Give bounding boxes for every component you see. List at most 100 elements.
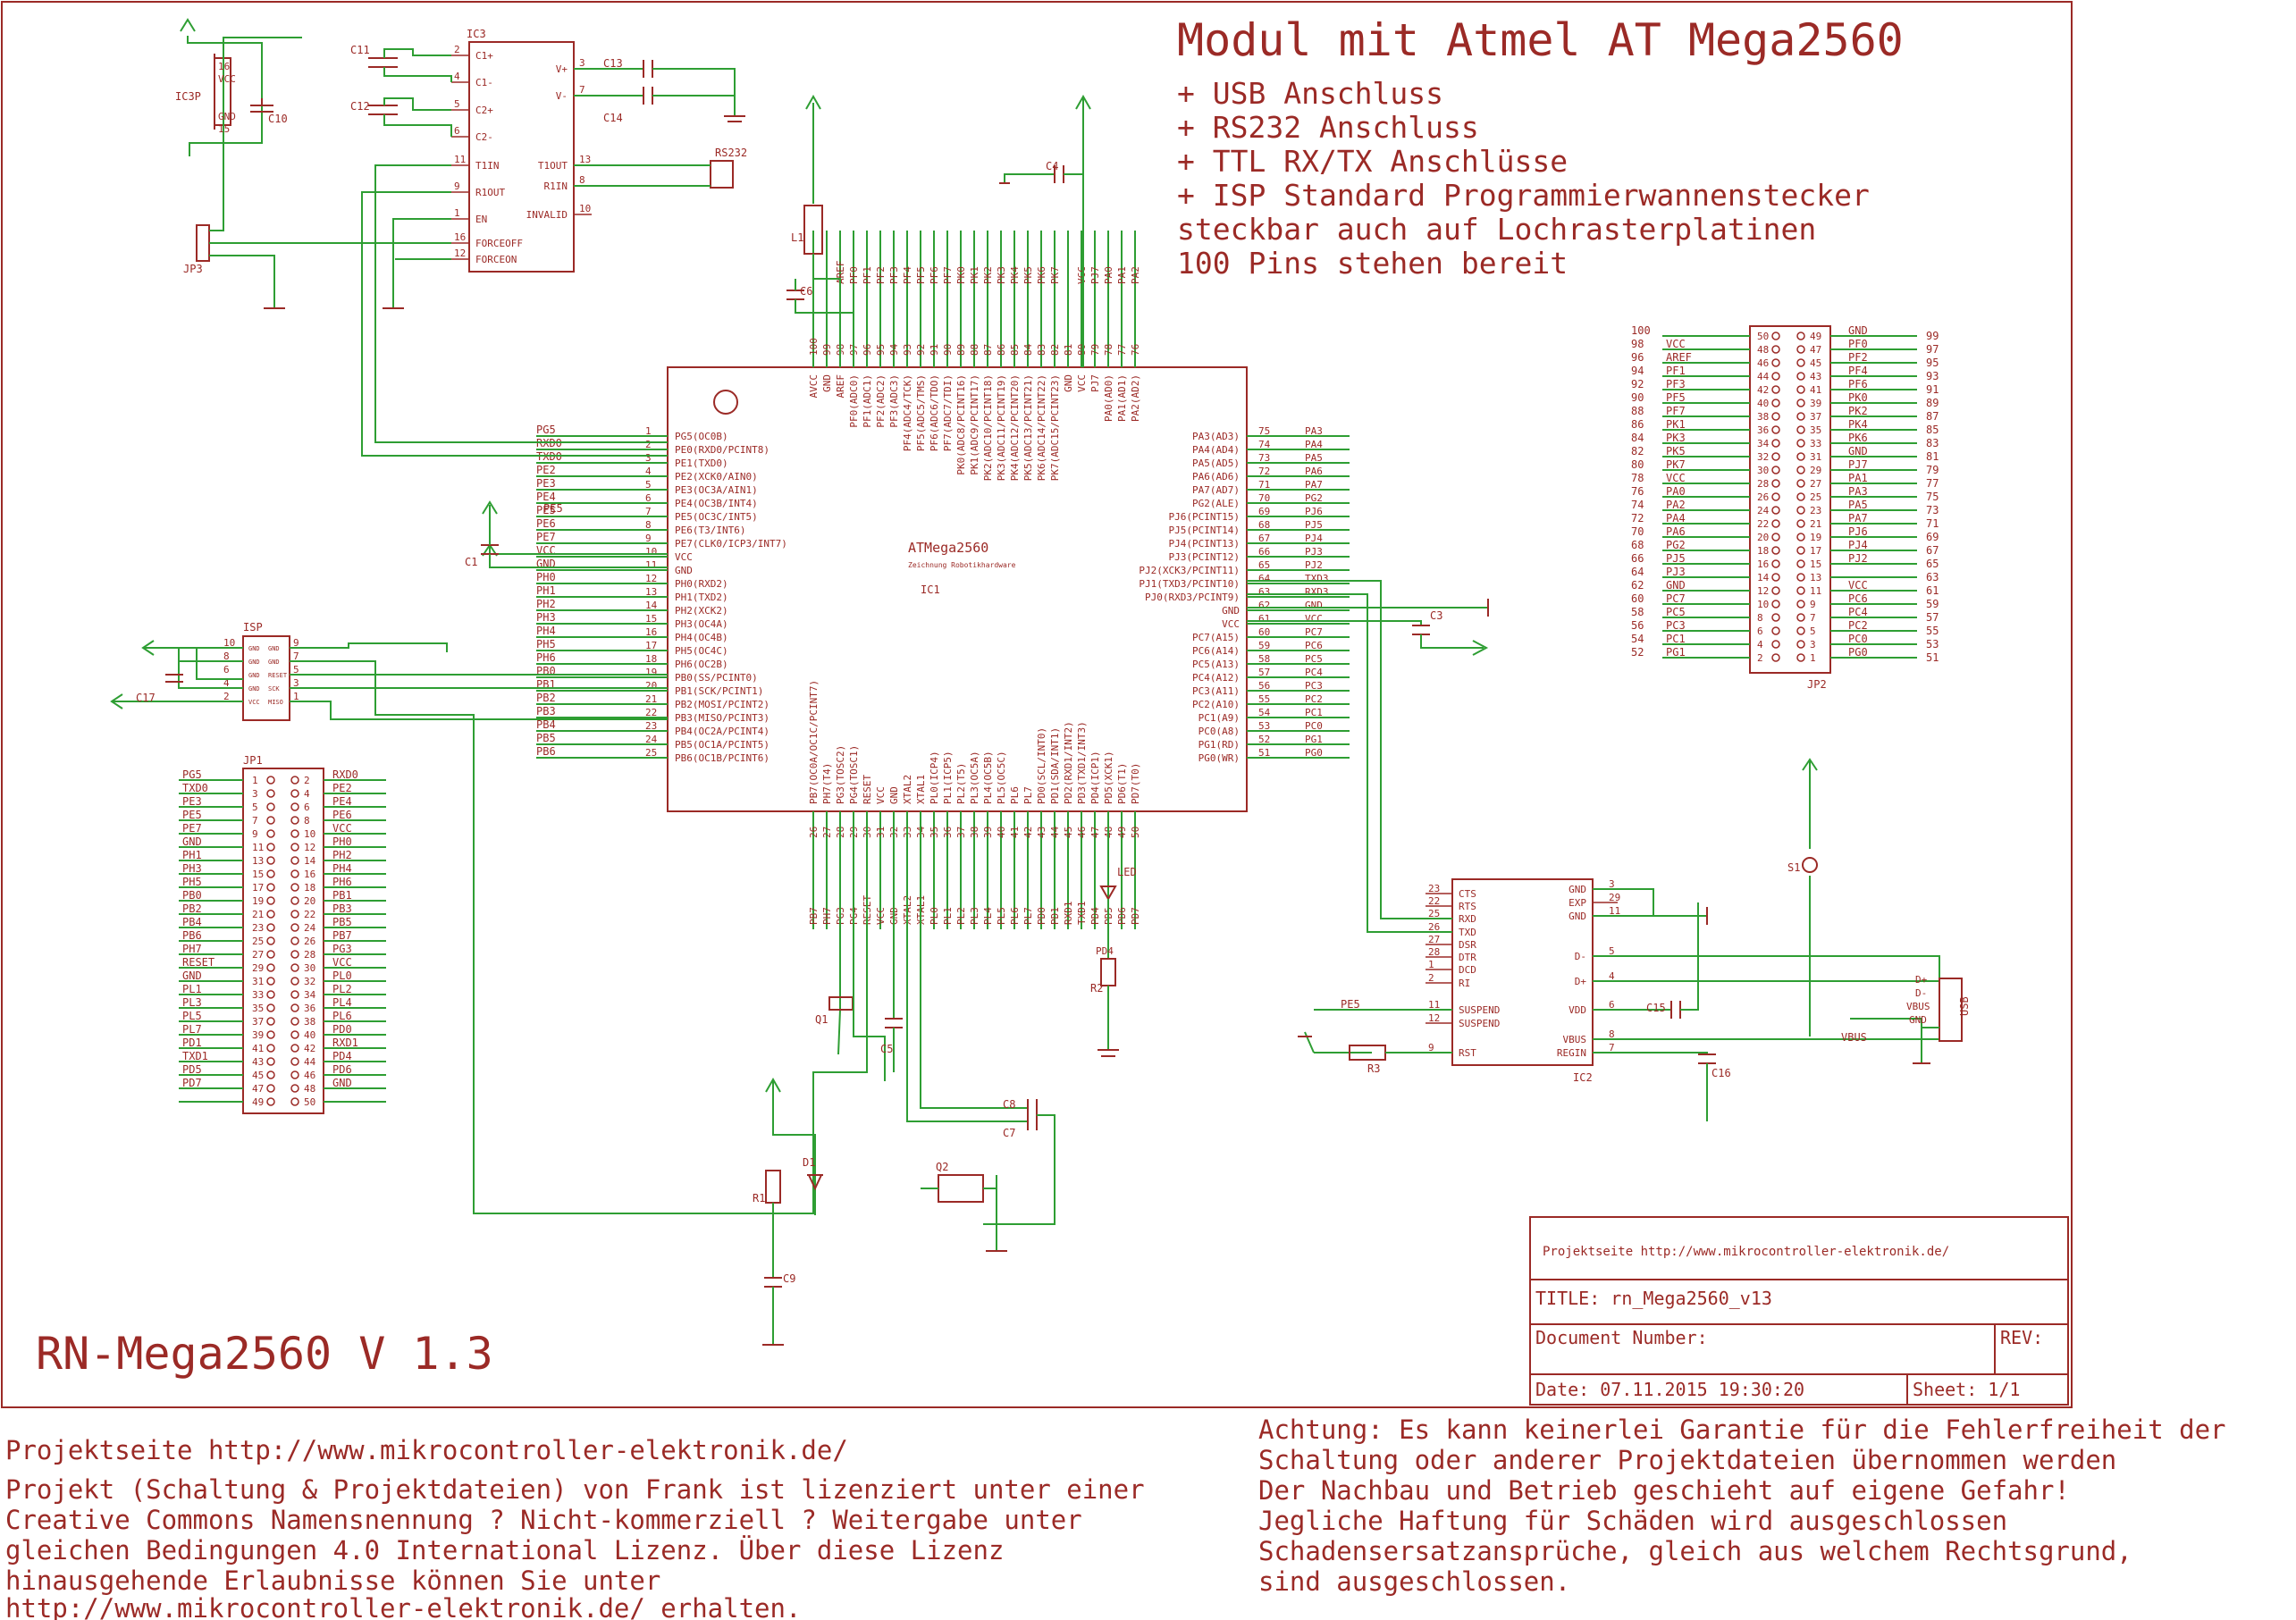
jp2-pad bbox=[1796, 452, 1805, 461]
jp2-pin-number: 46 bbox=[1757, 357, 1769, 369]
ic1-pin-number: 45 bbox=[1063, 827, 1074, 838]
ic1-top-net-label: PA0 bbox=[1103, 266, 1114, 284]
jp2-outer-number: 53 bbox=[1926, 638, 1939, 651]
ic1-pin-number: 71 bbox=[1258, 479, 1270, 491]
jp2-left-net-label: PK7 bbox=[1666, 458, 1686, 471]
jp2-left-net-label: PK1 bbox=[1666, 418, 1686, 431]
ic1-pin-name: GND bbox=[821, 374, 833, 392]
jp2-outer-number: 62 bbox=[1631, 579, 1644, 592]
jp2-pad bbox=[1771, 586, 1780, 595]
jp2-pad bbox=[1796, 519, 1805, 528]
jp2-right-net-label: PC2 bbox=[1848, 619, 1868, 632]
jp1-left-net-label: PB6 bbox=[182, 929, 202, 942]
ic1-pin-name: PG4(TOSC1) bbox=[848, 745, 860, 804]
ic3-pin-number: 9 bbox=[454, 180, 460, 192]
ic3-pin-name: C2- bbox=[475, 131, 493, 143]
ic1-pin-name: PH2(XCK2) bbox=[675, 605, 728, 617]
jp2-outer-number: 66 bbox=[1631, 552, 1644, 565]
jp1-pad bbox=[266, 910, 275, 919]
label-s1: S1 bbox=[1787, 861, 1800, 874]
footer-line: Projekt (Schaltung & Projektdateien) von… bbox=[5, 1474, 1145, 1505]
jp1-right-net-label: GND bbox=[332, 1077, 352, 1089]
jp1-right-net-label: PB5 bbox=[332, 916, 352, 928]
page-title: Modul mit Atmel AT Mega2560 bbox=[1177, 14, 1904, 66]
jp2-right-net-label: PK2 bbox=[1848, 405, 1868, 417]
ic2-pin-number: 6 bbox=[1609, 999, 1615, 1011]
jp1-pin-number: 42 bbox=[304, 1043, 315, 1054]
jp1-left-net-label: PL5 bbox=[182, 1010, 202, 1022]
ic1-bottom-net-label: PL1 bbox=[942, 907, 954, 925]
jp2-pad bbox=[1771, 600, 1780, 609]
jp2-pad bbox=[1771, 573, 1780, 582]
ic1-pin-name: VCC bbox=[875, 786, 887, 804]
ic1-pin-name: PJ7 bbox=[1089, 374, 1101, 392]
jp1-pad bbox=[266, 1030, 275, 1039]
ic1-pin-number: 56 bbox=[1258, 680, 1270, 692]
jp2-pin-number: 27 bbox=[1810, 478, 1821, 490]
jp2-left-net-label: PC7 bbox=[1666, 592, 1686, 605]
part-labels: C11 C12 C13 C14 C10 IC3P 16 VCC 15 GND R… bbox=[136, 44, 1971, 1285]
jp1-pin-number: 2 bbox=[304, 775, 310, 786]
ic1-top-net-label: PK6 bbox=[1036, 266, 1047, 284]
ic1-right-net-label: PA6 bbox=[1305, 466, 1323, 477]
isp-ref: ISP bbox=[243, 621, 263, 634]
jp2-right-net-label: PF0 bbox=[1848, 338, 1868, 350]
jp1-right-net-label: PG3 bbox=[332, 943, 352, 955]
ic1-left-net-label: PE2 bbox=[536, 464, 556, 476]
jp1-left-net-label: PE7 bbox=[182, 822, 202, 835]
ic1-pin-number: 8 bbox=[645, 519, 652, 531]
jp2-right-net-label: PJ2 bbox=[1848, 552, 1868, 565]
jp1-pin-number: 29 bbox=[252, 962, 264, 974]
jp2-left-net-label: PF5 bbox=[1666, 391, 1686, 404]
ic1-pin-number: 7 bbox=[645, 506, 652, 517]
jp1-pin-number: 16 bbox=[304, 869, 315, 880]
ic1-pin-name: PA0(AD0) bbox=[1103, 374, 1114, 422]
isp-pin-number: 8 bbox=[223, 651, 230, 662]
ic2-pin-number: 3 bbox=[1609, 878, 1615, 890]
ic1-pin-number: 20 bbox=[645, 680, 657, 692]
ic1-pin-number: 57 bbox=[1258, 667, 1270, 678]
jp1-pad bbox=[266, 950, 275, 959]
feature-item: 100 Pins stehen bereit bbox=[1177, 246, 1568, 281]
jp2-right-net-label: PA7 bbox=[1848, 512, 1868, 525]
jp2-outer-number: 98 bbox=[1631, 338, 1644, 350]
jp1-pin-number: 10 bbox=[304, 828, 315, 840]
resistor-r1 bbox=[765, 1170, 781, 1204]
ic1-pin-name: PE2(XCK0/AIN0) bbox=[675, 471, 758, 483]
ic1-pin-number: 4 bbox=[645, 466, 652, 477]
ic1-pin-name: PF5(ADC5/TMS) bbox=[915, 374, 927, 451]
ic1-pin-number: 77 bbox=[1116, 344, 1128, 356]
jp2-pin-number: 44 bbox=[1757, 371, 1770, 382]
jp1-pin-number: 27 bbox=[252, 949, 264, 961]
ic3-pin-number: 7 bbox=[579, 84, 585, 96]
label-usb: USB bbox=[1958, 996, 1971, 1016]
ic1-right-net-label: PC0 bbox=[1305, 720, 1323, 732]
jp2-left-net-label: PJ5 bbox=[1666, 552, 1686, 565]
jp1-right-net-label: PH6 bbox=[332, 876, 352, 888]
jp2-outer-number: 70 bbox=[1631, 525, 1644, 538]
title-block-rev: REV: bbox=[2000, 1327, 2043, 1348]
footer-line: Projektseite http://www.mikrocontroller-… bbox=[5, 1435, 848, 1465]
ic3-pin-name: V+ bbox=[556, 63, 568, 75]
jp1-pin-number: 36 bbox=[304, 1003, 315, 1014]
jp1-pad bbox=[290, 1084, 299, 1093]
jp2-pad bbox=[1771, 492, 1780, 501]
ic1-top-net-label: PK3 bbox=[996, 266, 1007, 284]
jp2-pin-number: 16 bbox=[1757, 558, 1769, 570]
ic3-pin-number: 13 bbox=[579, 154, 591, 165]
isp-pin-name: MISO bbox=[268, 699, 283, 706]
jp2-body bbox=[1749, 325, 1831, 674]
ic3-pin-number: 2 bbox=[454, 44, 460, 55]
ic1-pin-name: PB6(OC1B/PCINT6) bbox=[675, 752, 770, 764]
jp1-pin-number: 31 bbox=[252, 976, 264, 987]
isp-pin-number: 5 bbox=[293, 664, 299, 676]
jp1-pin-number: 30 bbox=[304, 962, 315, 974]
usb-pin-label: VBUS bbox=[1906, 1001, 1930, 1012]
label-c9: C9 bbox=[783, 1272, 795, 1285]
jp1-pad bbox=[266, 789, 275, 798]
ic3-pin-name: T1IN bbox=[475, 160, 500, 172]
label-q1: Q1 bbox=[815, 1013, 828, 1026]
jp2-pin-number: 23 bbox=[1810, 505, 1821, 516]
